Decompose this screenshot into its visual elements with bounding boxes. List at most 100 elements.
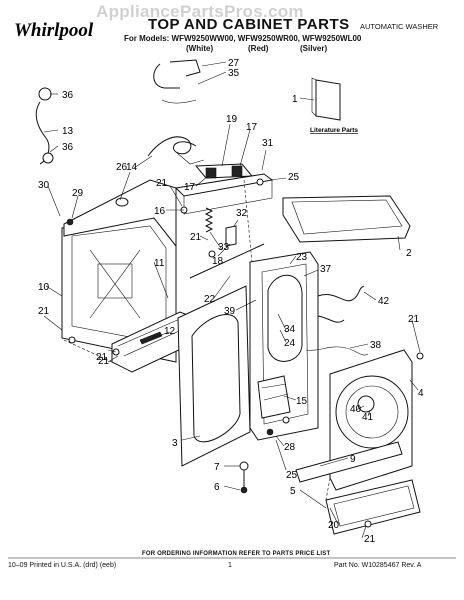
top-rail-front	[183, 180, 273, 215]
callout: 28	[284, 442, 296, 453]
valve-block-2	[231, 165, 243, 177]
rear-panel	[63, 179, 177, 248]
callout: 21	[38, 306, 50, 317]
callout: 38	[370, 340, 382, 351]
callout: 24	[284, 338, 296, 349]
callout: 25	[288, 172, 300, 183]
callout: 10	[38, 282, 50, 293]
screw	[416, 352, 424, 360]
callout: 36	[62, 90, 74, 101]
callout: 40	[350, 404, 362, 415]
callout: 13	[62, 126, 74, 137]
bracket-screw	[266, 428, 274, 436]
callout: 22	[204, 294, 216, 305]
gasket-strip	[189, 243, 265, 279]
alignment-line	[243, 179, 253, 263]
top-cover	[282, 195, 411, 243]
callout: 31	[262, 138, 274, 149]
color-silver: (Silver)	[300, 44, 328, 53]
cabinet-shell-inner	[261, 263, 309, 425]
callout-numbers: 27 35 36 1 13 36 19 17 31 14 26 25 30 29…	[38, 58, 424, 545]
literature-booklet-spine	[311, 77, 317, 117]
front-panel-opening	[191, 314, 241, 443]
callout: 21	[156, 178, 168, 189]
color-red: (Red)	[248, 44, 269, 53]
motor-bracket-detail	[261, 383, 289, 401]
callout: 21	[96, 352, 108, 363]
screw	[208, 250, 216, 258]
callout: 21	[408, 314, 420, 325]
callout: 21	[190, 232, 202, 243]
hose-bracket	[153, 59, 201, 89]
page-title: TOP AND CABINET PARTS	[148, 16, 350, 33]
callout: 5	[290, 486, 296, 497]
callout: 30	[38, 180, 50, 191]
callout: 7	[214, 462, 220, 473]
ordering-info: FOR ORDERING INFORMATION REFER TO PARTS …	[142, 551, 331, 557]
rear-foot	[66, 218, 74, 226]
literature-label: Literature Parts	[310, 127, 358, 134]
valve-block	[205, 167, 217, 179]
left-panel-bracket	[97, 263, 133, 299]
models-line: For Models: WFW9250WW00, WFW9250WR00, WF…	[124, 34, 362, 43]
wire-harness-tail	[175, 151, 205, 165]
door-ring-inner	[345, 385, 399, 439]
callout: 6	[214, 482, 220, 493]
side-wiring-2	[305, 346, 369, 356]
base-bracket	[139, 331, 163, 345]
callout: 4	[418, 388, 424, 399]
part-number: Part No. W10285467 Rev. A	[334, 562, 422, 569]
callout: 42	[378, 296, 390, 307]
callout: 29	[72, 188, 84, 199]
callout: 17	[246, 122, 258, 133]
callout: 27	[228, 58, 240, 69]
fitting-bottom	[42, 152, 54, 164]
callout: 19	[226, 114, 238, 125]
callout: 21	[98, 356, 110, 367]
door-hub	[357, 395, 375, 413]
spring	[204, 207, 214, 233]
callout: 26	[116, 162, 128, 173]
callout: 21	[364, 534, 376, 545]
alignment-line	[63, 339, 113, 363]
rear-port	[115, 197, 129, 207]
callout: 15	[296, 396, 308, 407]
fitting-top	[38, 87, 52, 101]
callout: 37	[320, 264, 332, 275]
foot-pad	[240, 486, 248, 494]
brand-logo: Whirlpool	[14, 20, 94, 41]
callout: 14	[126, 162, 138, 173]
leader-lines	[43, 61, 421, 539]
callout: 41	[362, 412, 374, 423]
screw	[282, 416, 290, 424]
callout: 35	[228, 68, 240, 79]
lower-access-panel	[325, 479, 421, 535]
side-wiring	[317, 285, 365, 323]
callout: 34	[284, 324, 296, 335]
callout: 9	[350, 454, 356, 465]
clip	[225, 225, 237, 247]
callout: 2	[406, 248, 412, 259]
callout: 25	[286, 470, 298, 481]
print-info: 10–09 Printed in U.S.A. (drd) (eeb)	[8, 562, 117, 569]
control-bracket	[194, 163, 254, 179]
page-number: 1	[228, 562, 232, 569]
watermark: AppliancePartsPros.com	[96, 2, 304, 21]
foot-nut	[239, 461, 249, 471]
callout: 36	[62, 142, 74, 153]
alignment-line	[325, 477, 331, 501]
wire-harness	[147, 136, 197, 157]
toe-panel	[295, 441, 403, 483]
cabinet-shell-opening	[267, 274, 303, 362]
callout: 1	[292, 94, 298, 105]
top-cover-inner	[291, 199, 403, 235]
callout: 18	[212, 256, 224, 267]
screw	[364, 520, 372, 528]
screw	[256, 178, 264, 186]
callout: 23	[296, 252, 308, 263]
callout: 17	[184, 182, 196, 193]
color-white: (White)	[186, 44, 214, 53]
callout: 20	[328, 520, 340, 531]
